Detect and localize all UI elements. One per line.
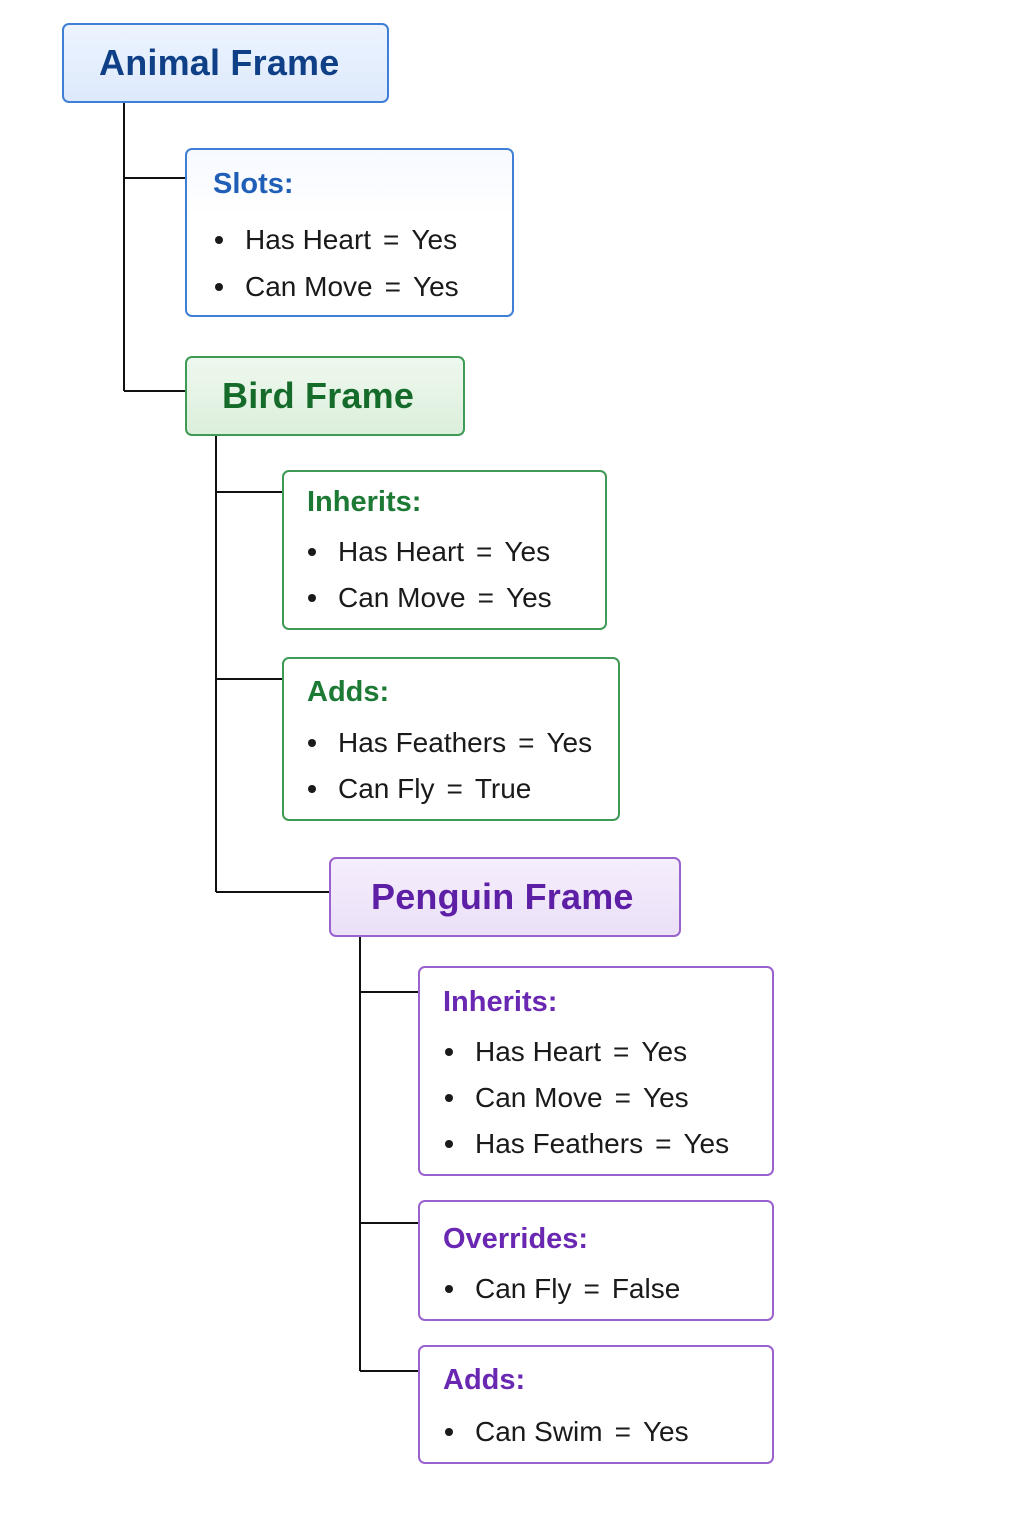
penguin-inherits-list: Has Heart = Yes Can Move = Yes Has Feath… (445, 1029, 762, 1167)
bullet-icon (215, 235, 223, 244)
bullet-icon (308, 594, 316, 602)
list-item: Can Move = Yes (308, 575, 595, 621)
list-item: Has Heart = Yes (215, 216, 502, 263)
penguin-adds-heading: Adds: (443, 1364, 526, 1396)
bird-adds-list: Has Feathers = Yes Can Fly = True (308, 720, 608, 812)
penguin-overrides-list: Can Fly = False (445, 1266, 762, 1312)
penguin-frame-box: Penguin Frame (329, 857, 681, 937)
penguin-inherits-heading: Inherits: (443, 986, 558, 1018)
bullet-icon (445, 1428, 453, 1436)
penguin-adds-list: Can Swim = Yes (445, 1409, 762, 1455)
animal-frame-title: Animal Frame (99, 42, 340, 83)
bullet-icon (445, 1285, 453, 1293)
bird-inherits-box: Inherits: Has Heart = Yes Can Move = Yes (282, 470, 607, 630)
penguin-overrides-box: Overrides: Can Fly = False (418, 1200, 774, 1321)
penguin-overrides-heading: Overrides: (443, 1223, 589, 1255)
penguin-frame-title: Penguin Frame (371, 876, 634, 917)
animal-slots-box: Slots: Has Heart = Yes Can Move = Yes (185, 148, 514, 317)
bird-adds-heading: Adds: (307, 676, 390, 708)
animal-slots-list: Has Heart = Yes Can Move = Yes (215, 216, 502, 310)
list-item: Has Feathers = Yes (445, 1121, 762, 1167)
bullet-icon (445, 1094, 453, 1102)
bullet-icon (308, 785, 316, 793)
list-item: Can Fly = False (445, 1266, 762, 1312)
bird-inherits-list: Has Heart = Yes Can Move = Yes (308, 529, 595, 621)
bird-frame-box: Bird Frame (185, 356, 465, 436)
animal-slots-heading: Slots: (213, 168, 294, 200)
bird-adds-box: Adds: Has Feathers = Yes Can Fly = True (282, 657, 620, 821)
list-item: Can Swim = Yes (445, 1409, 762, 1455)
bullet-icon (215, 282, 223, 291)
bullet-icon (445, 1048, 453, 1056)
penguin-adds-box: Adds: Can Swim = Yes (418, 1345, 774, 1464)
penguin-inherits-box: Inherits: Has Heart = Yes Can Move = Yes… (418, 966, 774, 1176)
list-item: Can Fly = True (308, 766, 608, 812)
list-item: Can Move = Yes (445, 1075, 762, 1121)
animal-frame-box: Animal Frame (62, 23, 389, 103)
bird-inherits-heading: Inherits: (307, 486, 422, 518)
list-item: Has Feathers = Yes (308, 720, 608, 766)
bullet-icon (445, 1140, 453, 1148)
bullet-icon (308, 739, 316, 747)
bird-frame-title: Bird Frame (222, 375, 415, 416)
list-item: Has Heart = Yes (445, 1029, 762, 1075)
list-item: Has Heart = Yes (308, 529, 595, 575)
list-item: Can Move = Yes (215, 263, 502, 310)
bullet-icon (308, 548, 316, 556)
